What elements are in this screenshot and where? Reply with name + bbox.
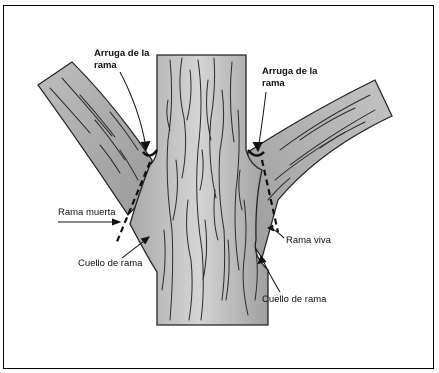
dead-branch-shape <box>38 62 152 215</box>
dead-branch-label: Rama muerta <box>58 207 116 218</box>
right-collar-label: Cuello de rama <box>262 294 327 305</box>
left-collar-label: Cuello de rama <box>78 258 143 269</box>
right-top-label-line2: rama <box>262 78 285 89</box>
live-branch-label: Rama viva <box>286 235 332 246</box>
trunk-shape <box>130 55 268 325</box>
left-top-label-line1: Arruga de la <box>94 48 150 59</box>
right-top-label-line1: Arruga de la <box>262 66 318 77</box>
left-top-label-line2: rama <box>94 60 117 71</box>
live-branch-shape <box>248 80 392 258</box>
